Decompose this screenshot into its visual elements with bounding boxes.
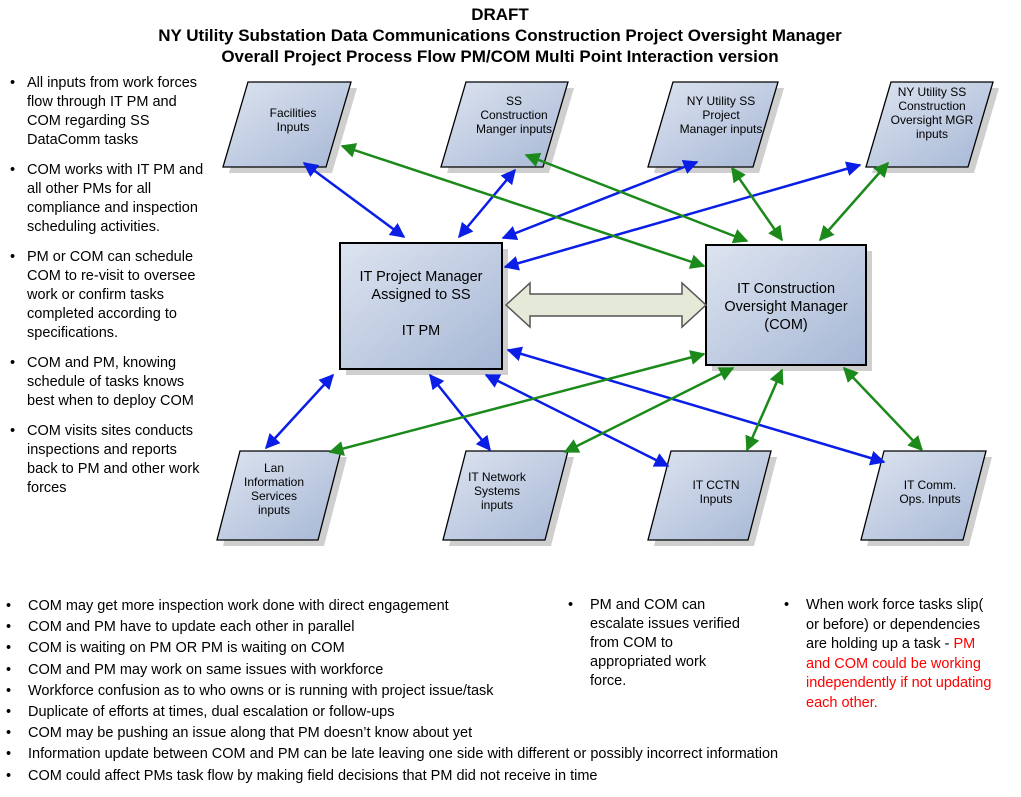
ny-com-inputs-label: NY Utility SS Construction Oversight MGR… xyxy=(890,85,974,141)
network-inputs-label: IT Network Systems inputs xyxy=(468,470,526,512)
bottom-note: COM could affect PMs task flow by making… xyxy=(6,766,886,787)
ny-pm-inputs-label: NY Utility SS Project Manager inputs xyxy=(679,94,763,136)
title-sub: Overall Project Process Flow PM/COM Mult… xyxy=(221,47,779,66)
mid-notes-list: PM and COM can escalate issues verified … xyxy=(568,596,743,691)
ss-construction-inputs-label: SS Construction Manger inputs xyxy=(475,94,553,136)
right-notes-list: When work force tasks slip( or before) o… xyxy=(784,596,994,713)
left-note: COM and PM, knowing schedule of tasks kn… xyxy=(10,354,206,411)
lan-inputs-shape xyxy=(216,450,342,541)
mid-note: PM and COM can escalate issues verified … xyxy=(568,596,743,691)
bottom-note: COM and PM may work on same issues with … xyxy=(6,660,886,681)
com-link-arrows xyxy=(328,143,924,456)
bottom-notes-list: COM may get more inspection work done wi… xyxy=(6,596,886,787)
comm-ops-inputs-label: IT Comm. Ops. Inputs xyxy=(899,478,961,506)
pm-com-double-arrow xyxy=(504,281,708,329)
com-label: IT Construction Oversight Manager (COM) xyxy=(724,281,848,333)
title-draft: DRAFT xyxy=(471,5,529,24)
facilities-inputs-label: Facilities Inputs xyxy=(269,106,317,134)
left-note: PM or COM can schedule COM to re-visit t… xyxy=(10,248,206,343)
bottom-note: Duplicate of efforts at times, dual esca… xyxy=(6,702,886,723)
bottom-note: COM may get more inspection work done wi… xyxy=(6,596,886,617)
diagram-title: DRAFT NY Utility Substation Data Communi… xyxy=(0,4,1000,67)
bottom-note: Information update between COM and PM ca… xyxy=(6,744,886,765)
right-note-text: When work force tasks slip( or before) o… xyxy=(806,597,984,652)
right-note: When work force tasks slip( or before) o… xyxy=(784,596,994,713)
lan-inputs-label: Lan Information Services inputs xyxy=(243,461,305,517)
bottom-input-shapes xyxy=(216,450,992,546)
bottom-note: COM may be pushing an issue along that P… xyxy=(6,723,886,744)
comm-ops-inputs-shape xyxy=(860,450,987,541)
cctn-inputs-label: IT CCTN Inputs xyxy=(692,478,740,506)
top-input-shapes xyxy=(222,81,999,173)
ny-com-inputs-shape xyxy=(865,81,994,168)
bottom-note: COM is waiting on PM OR PM is waiting on… xyxy=(6,638,886,659)
left-notes-list: All inputs from work forces flow through… xyxy=(10,74,206,509)
title-main: NY Utility Substation Data Communication… xyxy=(158,26,842,45)
left-note: All inputs from work forces flow through… xyxy=(10,74,206,150)
left-note: COM works with IT PM and all other PMs f… xyxy=(10,161,206,237)
right-note-highlight: PM and COM could be working independentl… xyxy=(806,636,992,711)
bottom-note: COM and PM have to update each other in … xyxy=(6,617,886,638)
left-note: COM visits sites conducts inspections an… xyxy=(10,422,206,498)
bottom-note: Workforce confusion as to who owns or is… xyxy=(6,681,886,702)
it-pm-label: IT Project Manager Assigned to SS IT PM xyxy=(359,269,483,339)
